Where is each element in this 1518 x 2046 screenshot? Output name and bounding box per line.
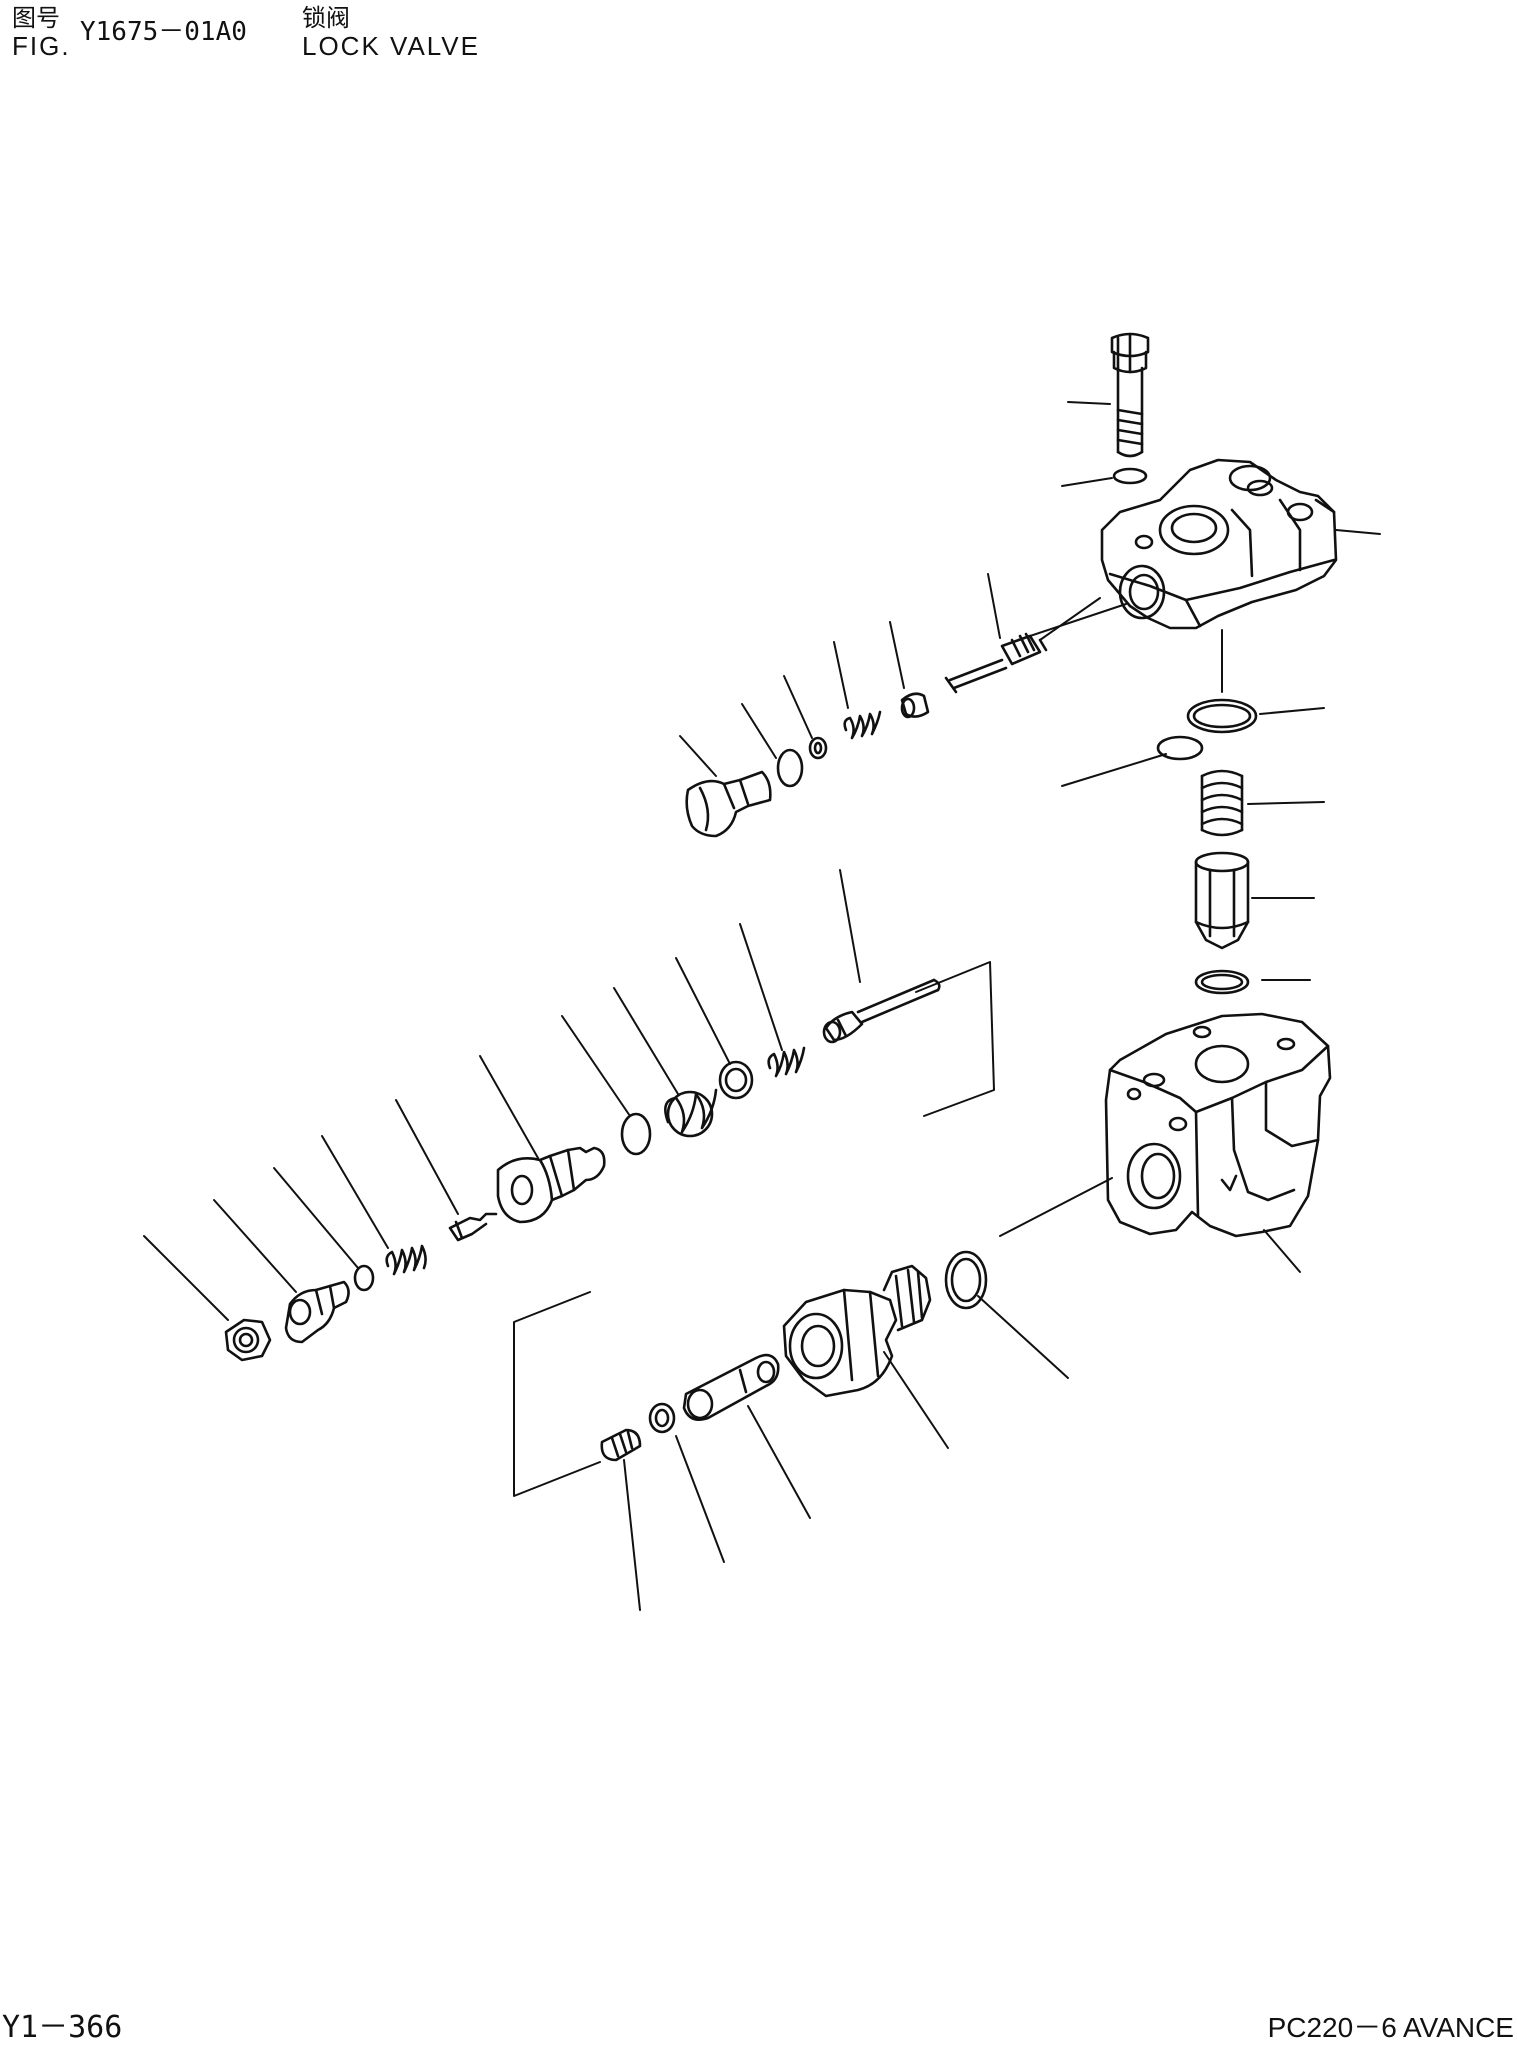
leader-lines-upper xyxy=(1018,402,1380,980)
spool-piston xyxy=(684,1355,778,1420)
leader-lines-lower xyxy=(624,1178,1300,1610)
adjusting-screw xyxy=(450,1214,496,1240)
title-en: LOCK VALVE xyxy=(302,31,480,61)
relief-valve-body xyxy=(498,1148,604,1222)
spring-retainer xyxy=(720,1062,752,1098)
relief-spring-thin xyxy=(387,1246,426,1274)
o-ring-tiny xyxy=(355,1266,373,1290)
relief-spring-large xyxy=(665,1090,716,1136)
mounting-bolt xyxy=(1112,334,1148,456)
check-poppet xyxy=(1196,853,1248,948)
o-ring-large-upper xyxy=(1188,700,1256,732)
adjusting-bolt xyxy=(286,1282,349,1342)
sleeve-nut xyxy=(784,1266,930,1396)
pilot-piston xyxy=(946,634,1046,692)
small-poppet xyxy=(902,694,928,717)
figure-header: 图号 FIG. xyxy=(12,4,71,60)
o-ring-sleeve-inner xyxy=(952,1259,980,1301)
o-ring-lower xyxy=(1196,971,1248,993)
o-ring-small xyxy=(778,750,802,786)
assembly-bracket-lower xyxy=(514,1292,600,1496)
o-ring-sleeve xyxy=(946,1252,986,1308)
plug-bolt xyxy=(687,772,771,836)
valve-cover xyxy=(1102,460,1336,628)
set-screw xyxy=(602,1430,640,1460)
valve-body xyxy=(1106,1014,1330,1236)
figure-title: 锁阀 LOCK VALVE xyxy=(302,4,480,60)
fig-label-cn: 图号 xyxy=(12,4,60,32)
valve-stem xyxy=(824,980,939,1042)
o-ring-lower-inner xyxy=(1202,975,1242,989)
o-ring-large-upper-inner xyxy=(1194,705,1250,727)
fig-label-en: FIG. xyxy=(12,31,71,61)
title-cn: 锁阀 xyxy=(302,4,350,32)
lock-nut xyxy=(226,1320,270,1360)
figure-number: Y1675－01A0 xyxy=(80,17,247,47)
leader-lines-middle xyxy=(144,870,860,1320)
check-spring xyxy=(1202,771,1242,835)
small-spring xyxy=(845,712,880,738)
leader-lines-pilot xyxy=(680,574,1100,776)
o-ring-side xyxy=(1158,737,1202,759)
lock-washer xyxy=(1114,469,1146,483)
small-nut xyxy=(650,1404,674,1432)
model-name: PC220－6 AVANCE xyxy=(1267,2012,1514,2043)
spring-seat xyxy=(810,738,826,758)
assembly-bracket-upper xyxy=(916,962,994,1116)
page-number: Y1－366 xyxy=(2,2010,123,2045)
relief-spring-small xyxy=(769,1048,804,1076)
o-ring-medium xyxy=(622,1114,650,1154)
